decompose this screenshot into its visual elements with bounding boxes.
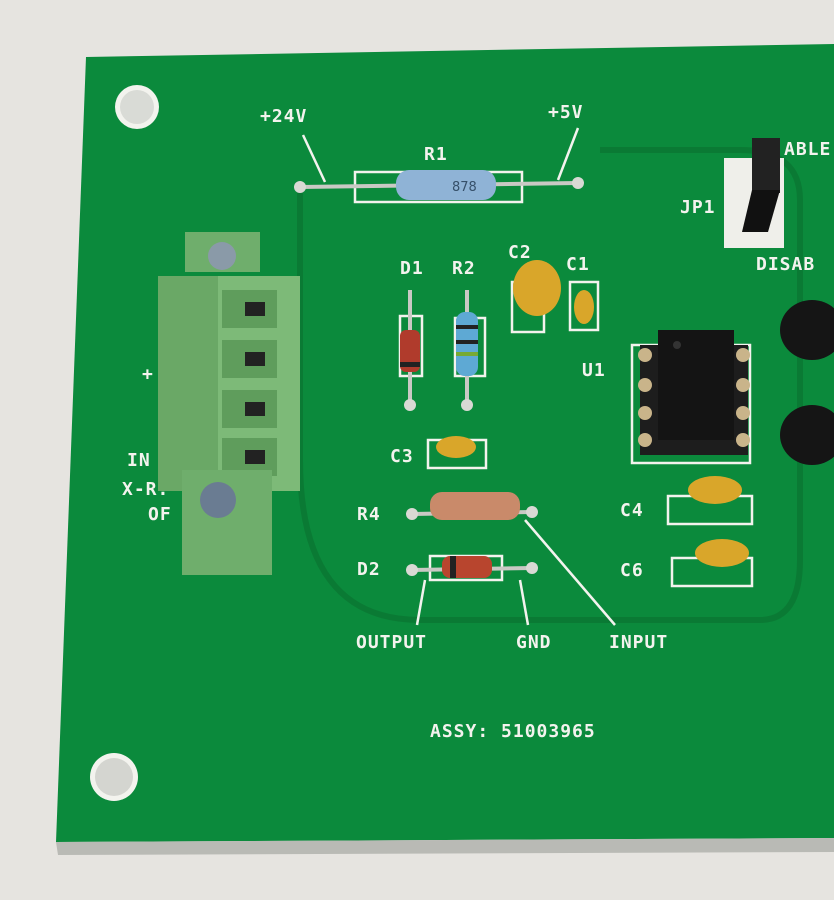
c1-outline	[568, 280, 600, 332]
label-jp1: JP1	[680, 197, 716, 218]
label-r4: R4	[357, 504, 381, 525]
resistor-r4	[430, 492, 520, 520]
transistor	[780, 300, 834, 360]
mounting-hole	[95, 758, 133, 796]
label-left-xr: X-R.	[122, 479, 169, 500]
diode-d1	[400, 330, 420, 372]
label-gnd: GND	[516, 632, 552, 653]
r1-marking: 878	[452, 180, 477, 195]
label-input: INPUT	[609, 632, 668, 653]
terminal-slots	[222, 290, 277, 476]
solder-pad	[294, 181, 306, 193]
resistor-r1	[396, 170, 496, 200]
label-d2: D2	[357, 559, 381, 580]
silk-leader	[556, 127, 580, 181]
pcb-edge-shadow	[56, 838, 834, 855]
transistor	[780, 405, 834, 465]
label-c2: C2	[508, 242, 532, 263]
socket-pins	[638, 348, 750, 447]
label-plus24v: +24V	[260, 106, 307, 127]
screw-icon	[200, 482, 236, 518]
label-c1: C1	[566, 254, 590, 275]
solder-pad	[572, 177, 584, 189]
label-r2: R2	[452, 258, 476, 279]
capacitor-c4	[688, 476, 742, 504]
label-c6: C6	[620, 560, 644, 581]
silk-leader	[518, 579, 530, 626]
silk-leader	[415, 579, 427, 626]
label-left-of: OF	[148, 504, 172, 525]
label-c3: C3	[390, 446, 414, 467]
mounting-hole	[120, 90, 154, 124]
label-r1: R1	[424, 144, 448, 165]
label-plus5v: +5V	[548, 102, 584, 123]
capacitor-c2	[513, 260, 561, 316]
label-enable: ABLE	[784, 139, 831, 160]
ic-u1	[658, 330, 734, 440]
copper-trace	[297, 147, 803, 623]
screw-icon	[208, 242, 236, 270]
label-output: OUTPUT	[356, 632, 427, 653]
silk-leader	[524, 519, 616, 626]
label-disable: DISAB	[756, 254, 815, 275]
terminal-block-side	[158, 276, 218, 491]
capacitor-c3	[436, 436, 476, 458]
capacitor-c1	[574, 290, 594, 324]
diode-d2	[442, 556, 492, 578]
label-left-plus: +	[142, 364, 154, 385]
silk-leader	[301, 134, 327, 183]
label-u1: U1	[582, 360, 606, 381]
jumper-cap-body	[742, 190, 780, 232]
label-left-in: IN	[127, 450, 151, 471]
label-d1: D1	[400, 258, 424, 279]
assy-label: ASSY: 51003965	[430, 721, 596, 742]
capacitor-c6	[695, 539, 749, 567]
label-c4: C4	[620, 500, 644, 521]
jumper-cap	[752, 138, 780, 193]
